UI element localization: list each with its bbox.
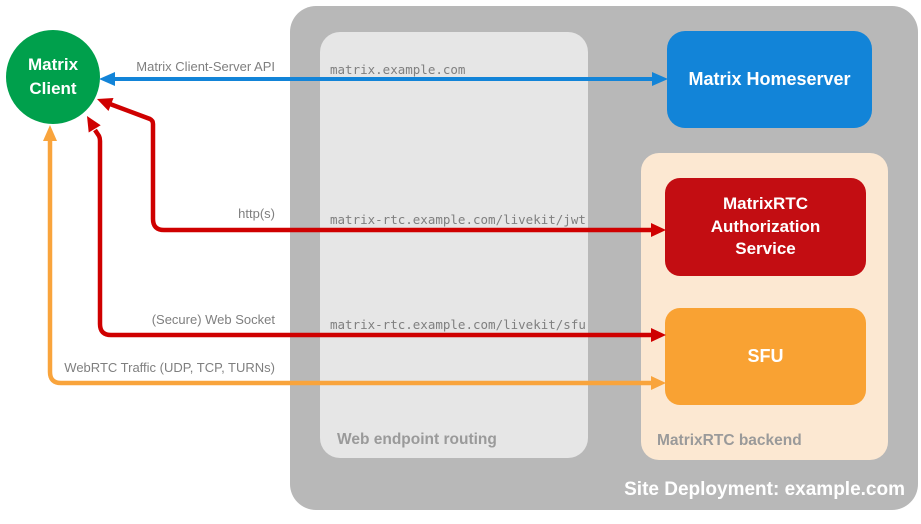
matrix-client-node: Matrix Client [6,30,100,124]
matrix-homeserver-label: Matrix Homeserver [688,69,851,89]
protocol-label-https: http(s) [238,206,275,221]
matrix-client-label: Matrix Client [27,55,79,98]
site-deployment-label: Site Deployment: example.com [624,479,905,500]
endpoint-label-livekit-jwt: matrix-rtc.example.com/livekit/jwt [330,212,586,227]
auth-service-label: MatrixRTC Authorization Service [710,193,821,259]
site-deployment-frame: Web endpoint routing Matrix Homeserver M… [290,6,918,510]
rtc-backend-label: MatrixRTC backend [657,432,802,449]
endpoint-label-homeserver: matrix.example.com [330,62,466,77]
protocol-label-websocket: (Secure) Web Socket [151,312,275,327]
web-routing-container: Web endpoint routing [320,32,588,458]
web-routing-label: Web endpoint routing [337,431,497,448]
sfu-label: SFU [747,346,784,366]
endpoint-label-livekit-sfu: matrix-rtc.example.com/livekit/sfu [330,317,586,332]
protocol-label-client-server-api: Matrix Client-Server API [136,59,275,74]
auth-service-node: MatrixRTC Authorization Service [665,178,866,276]
matrix-homeserver-node: Matrix Homeserver [667,31,872,128]
protocol-label-webrtc-traffic: WebRTC Traffic (UDP, TCP, TURNs) [64,360,275,375]
rtc-backend-container: MatrixRTC Authorization Service SFU Matr… [641,153,888,460]
sfu-node: SFU [665,308,866,405]
